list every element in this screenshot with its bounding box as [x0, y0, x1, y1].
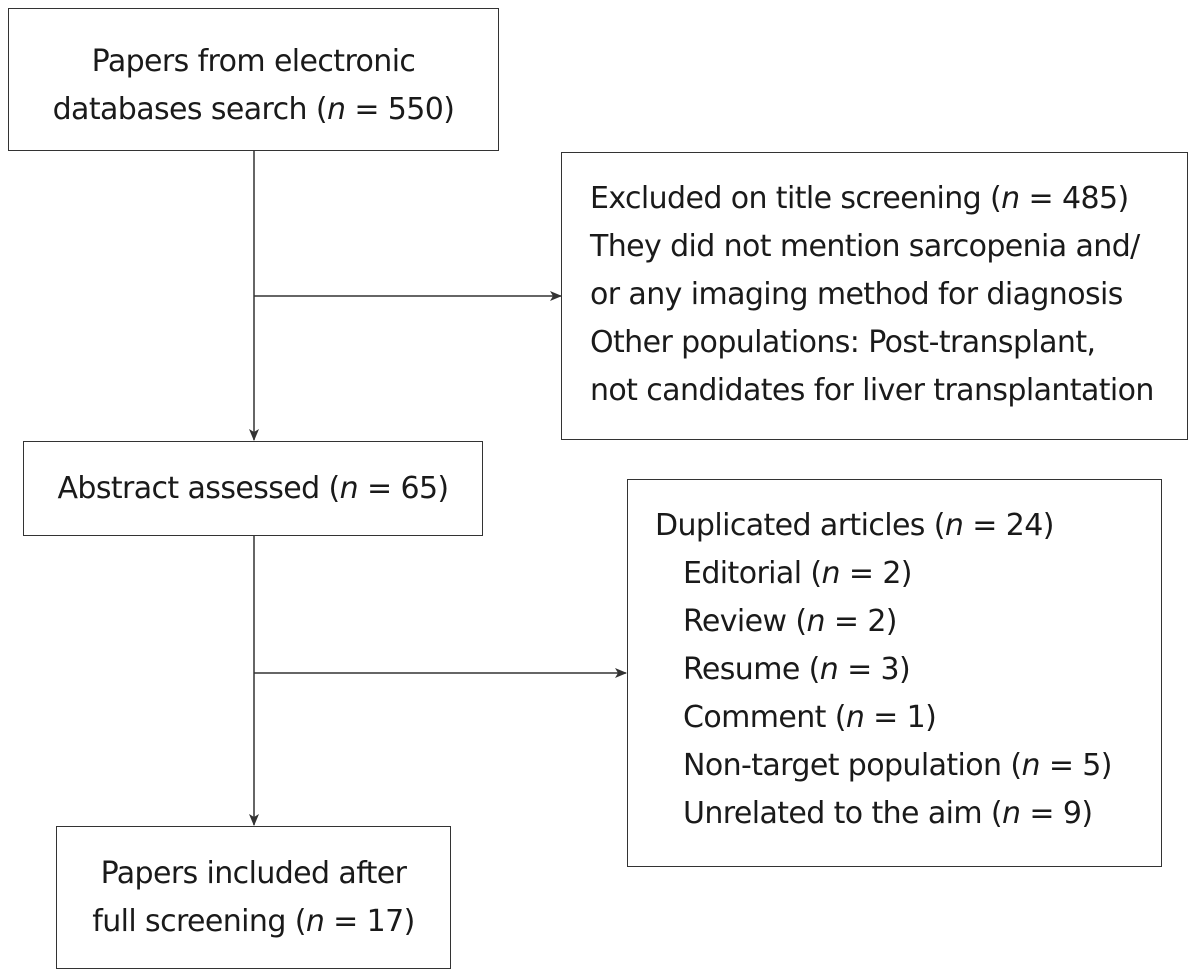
- excluded-title-line: Other populations: Post-transplant,: [590, 319, 1187, 367]
- search-line: databases search (n = 550): [9, 86, 498, 134]
- n-symbol: n: [305, 904, 325, 939]
- excluded-title-text: They did not mention sarcopenia and/: [590, 229, 1140, 264]
- excluded-abstract-line: Duplicated articles (n = 24): [655, 502, 1161, 550]
- excluded-abstract-count: = 5): [1039, 748, 1113, 783]
- search-box: Papers from electronic databases search …: [8, 8, 499, 151]
- excluded-abstract-box: Duplicated articles (n = 24) Editorial (…: [627, 479, 1162, 867]
- n-symbol: n: [821, 556, 840, 591]
- n-symbol: n: [1021, 748, 1040, 783]
- excluded-abstract-text: Comment (: [683, 700, 846, 735]
- abstract-line: Abstract assessed (n = 65): [24, 465, 482, 513]
- excluded-title-text: Excluded on title screening (: [590, 181, 1002, 216]
- excluded-abstract-line: Unrelated to the aim (n = 9): [655, 790, 1161, 838]
- excluded-abstract-count: = 2): [839, 556, 913, 591]
- n-symbol: n: [1001, 181, 1020, 216]
- excluded-title-text: or any imaging method for diagnosis: [590, 277, 1123, 312]
- excluded-abstract-count: = 1): [864, 700, 937, 735]
- search-text: Papers from electronic: [91, 44, 416, 79]
- search-count: = 550): [345, 92, 455, 127]
- excluded-abstract-line: Resume (n = 3): [655, 646, 1161, 694]
- excluded-abstract-line: Editorial (n = 2): [655, 550, 1161, 598]
- excluded-title-line: Excluded on title screening (n = 485): [590, 175, 1187, 223]
- excluded-abstract-count: = 9): [1020, 796, 1093, 831]
- excluded-title-box: Excluded on title screening (n = 485) Th…: [561, 152, 1188, 440]
- n-symbol: n: [326, 92, 346, 127]
- n-symbol: n: [339, 471, 359, 506]
- excluded-abstract-count: = 3): [838, 652, 911, 687]
- n-symbol: n: [944, 508, 964, 543]
- included-count: = 17): [324, 904, 415, 939]
- included-text: Papers included after: [100, 856, 407, 891]
- excluded-abstract-text: Non-target population (: [683, 748, 1022, 783]
- excluded-abstract-text: Resume (: [683, 652, 820, 687]
- excluded-title-text: Other populations: Post-transplant,: [590, 325, 1096, 360]
- included-text: full screening (: [92, 904, 306, 939]
- excluded-abstract-line: Review (n = 2): [655, 598, 1161, 646]
- excluded-abstract-text: Duplicated articles (: [655, 508, 945, 543]
- excluded-title-line: They did not mention sarcopenia and/: [590, 223, 1187, 271]
- excluded-title-count: = 485): [1019, 181, 1130, 216]
- search-text: databases search (: [52, 92, 328, 127]
- n-symbol: n: [819, 652, 839, 687]
- excluded-abstract-count: = 2): [824, 604, 898, 639]
- excluded-abstract-line: Non-target population (n = 5): [655, 742, 1161, 790]
- excluded-abstract-line: Comment (n = 1): [655, 694, 1161, 742]
- excluded-abstract-text: Editorial (: [683, 556, 822, 591]
- excluded-abstract-text: Review (: [683, 604, 807, 639]
- excluded-abstract-text: Unrelated to the aim (: [683, 796, 1003, 831]
- abstract-box: Abstract assessed (n = 65): [23, 441, 483, 536]
- abstract-count: = 65): [358, 471, 449, 506]
- included-line: full screening (n = 17): [57, 898, 450, 946]
- n-symbol: n: [845, 700, 865, 735]
- abstract-text: Abstract assessed (: [57, 471, 340, 506]
- included-line: Papers included after: [57, 850, 450, 898]
- excluded-abstract-count: = 24): [963, 508, 1054, 543]
- search-line: Papers from electronic: [9, 38, 498, 86]
- n-symbol: n: [1002, 796, 1021, 831]
- included-box: Papers included after full screening (n …: [56, 826, 451, 969]
- excluded-title-line: or any imaging method for diagnosis: [590, 271, 1187, 319]
- excluded-title-text: not candidates for liver transplantation: [590, 373, 1154, 408]
- n-symbol: n: [806, 604, 825, 639]
- excluded-title-line: not candidates for liver transplantation: [590, 367, 1187, 415]
